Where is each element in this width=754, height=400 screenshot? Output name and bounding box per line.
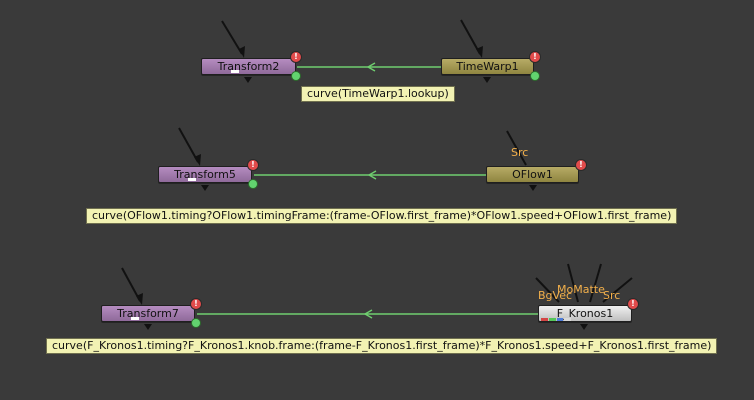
node-transform7[interactable]: Transform7	[101, 305, 195, 322]
green-dot-icon	[249, 180, 257, 188]
input-label-src: Src	[511, 146, 529, 159]
arrow-icon	[367, 170, 377, 180]
input-pipe-transform5	[178, 127, 199, 163]
status-color-swatch	[564, 318, 571, 321]
node-label: Transform2	[217, 60, 280, 73]
arrow-icon	[363, 309, 373, 319]
node-label: OFlow1	[512, 168, 553, 181]
input-arrow-transform7	[136, 293, 143, 305]
green-dot-icon	[192, 319, 200, 327]
warning-icon: !	[248, 160, 258, 170]
input-label-src: Src	[603, 289, 621, 302]
warning-icon: !	[291, 52, 301, 62]
node-transform5[interactable]: Transform5	[158, 166, 252, 183]
green-dot-icon	[292, 72, 300, 80]
arrow-icon	[366, 62, 376, 72]
input-pipe-kronos-matte	[589, 263, 602, 303]
input-arrow-transform2	[239, 46, 245, 58]
input-label-momatte: MoMatte	[557, 283, 605, 296]
warning-icon: !	[191, 299, 201, 309]
output-icon	[580, 324, 588, 330]
output-icon	[483, 77, 491, 83]
node-label: TimeWarp1	[456, 60, 519, 73]
input-arrow-timewarp1	[476, 46, 483, 58]
node-label: F_Kronos1	[556, 307, 614, 320]
node-timewarp1[interactable]: TimeWarp1	[441, 58, 534, 75]
output-icon	[201, 185, 209, 191]
node-label: Transform5	[174, 168, 236, 181]
expression-label-transform5: curve(OFlow1.timing?OFlow1.timingFrame:(…	[86, 208, 678, 224]
input-pipe-kronos-mo	[567, 263, 579, 303]
output-icon	[244, 77, 252, 83]
green-dot-icon	[531, 72, 539, 80]
input-pipe-kronos-src	[602, 277, 633, 303]
output-icon	[144, 324, 152, 330]
node-transform2[interactable]: Transform2	[201, 58, 296, 75]
warning-icon: !	[576, 160, 586, 170]
node-label: Transform7	[117, 307, 179, 320]
status-color-swatch	[548, 318, 556, 321]
input-label-bgvec: BgVec	[538, 289, 573, 302]
expression-label-transform7: curve(F_Kronos1.timing?F_Kronos1.knob.fr…	[46, 338, 718, 354]
output-icon	[529, 185, 537, 191]
warning-icon: !	[530, 52, 540, 62]
input-arrow-transform5	[194, 154, 201, 166]
input-pipe-transform2	[221, 20, 243, 55]
input-pipe-timewarp1	[460, 19, 481, 55]
node-mark	[131, 317, 139, 320]
status-color-strip	[541, 318, 571, 321]
input-pipe-transform7	[121, 267, 141, 302]
input-pipe-oflow1	[506, 130, 527, 166]
warning-icon: !	[628, 299, 638, 309]
node-f-kronos1[interactable]: F_Kronos1	[538, 305, 632, 322]
status-color-swatch	[541, 318, 548, 321]
node-mark	[188, 178, 196, 181]
node-oflow1[interactable]: OFlow1	[486, 166, 579, 183]
node-mark	[231, 70, 239, 73]
status-color-swatch	[556, 318, 564, 321]
input-pipe-kronos-bgvec	[535, 277, 560, 303]
expression-label-transform2: curve(TimeWarp1.lookup)	[301, 86, 455, 102]
